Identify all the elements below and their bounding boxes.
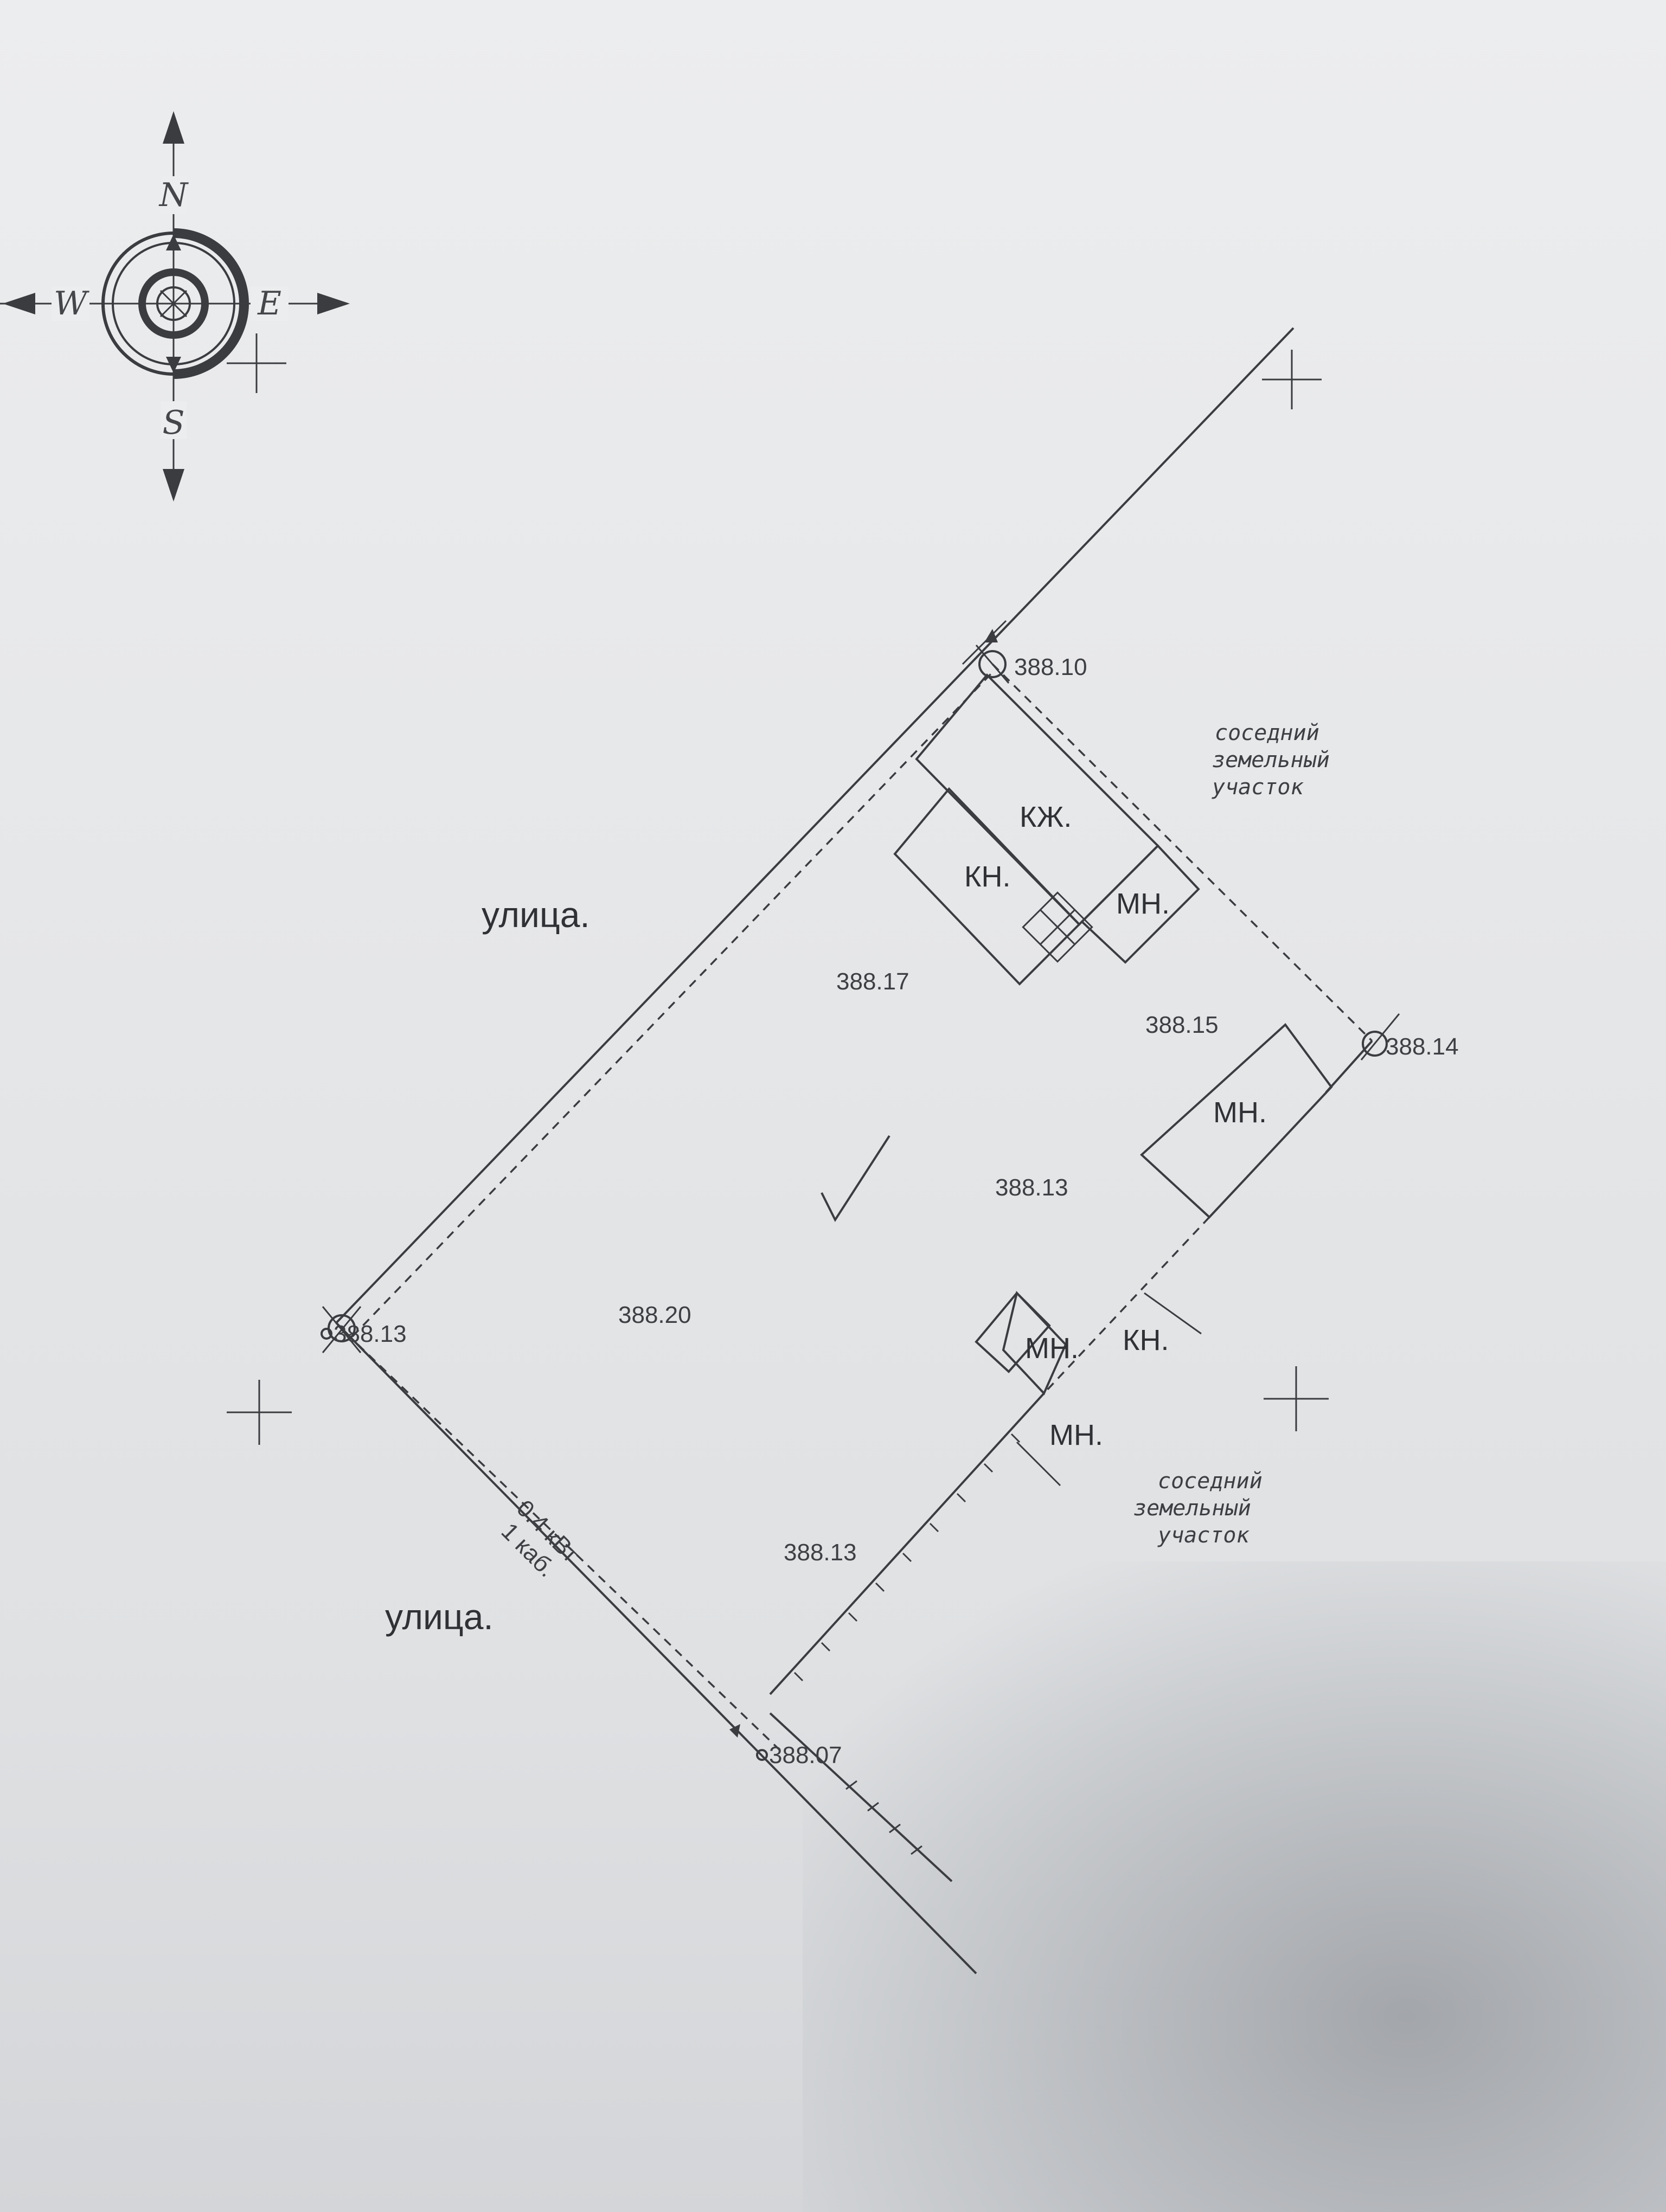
street-label-upper: улица. bbox=[482, 895, 590, 935]
elevation-bottom-corner: 388.07 bbox=[769, 1742, 842, 1769]
line-arrow-icon bbox=[729, 1724, 740, 1738]
check-mark-icon bbox=[821, 1135, 890, 1223]
building-mn-small bbox=[1002, 1290, 1067, 1396]
building-labels: КЖ. КН. МН. МН. МН. КН. МН. bbox=[964, 801, 1267, 1451]
north-arrow-icon bbox=[163, 111, 184, 144]
boundary-dashed-se bbox=[1043, 1216, 1210, 1394]
building-mn-upper bbox=[1080, 844, 1200, 964]
boundary-line-nw bbox=[335, 327, 1295, 1324]
grid-cross bbox=[227, 333, 286, 393]
label-mn-small: МН. bbox=[1025, 1332, 1079, 1365]
fence-ticks bbox=[793, 1433, 1021, 1682]
cable-line-extension bbox=[769, 1712, 953, 1882]
cable-ticks bbox=[845, 1780, 922, 1855]
east-arrow-icon bbox=[317, 293, 350, 314]
elevation-top-corner: 388.10 bbox=[1014, 654, 1087, 680]
elevation-labels: 388.10 388.14 388.13 388.07 388.17 388.1… bbox=[334, 654, 1459, 1769]
grid-cross bbox=[1264, 1366, 1329, 1431]
compass-s-gap bbox=[161, 401, 187, 439]
elevation-right-corner: 388.14 bbox=[1386, 1033, 1459, 1060]
building-mn-lower-edge bbox=[1016, 1441, 1061, 1487]
cable-annotation: 0.4 кВт 1 каб. bbox=[496, 1495, 584, 1582]
boundary-dashed-nw bbox=[351, 671, 994, 1338]
compass-e-label: E bbox=[257, 285, 281, 323]
neighbor-upper-line2: земельный bbox=[1212, 748, 1330, 773]
compass-n-gap bbox=[161, 176, 187, 214]
boundary-dashed-ne bbox=[991, 663, 1373, 1042]
parcel-boundary bbox=[321, 327, 1400, 1975]
grid-cross bbox=[1262, 350, 1322, 409]
compass-s-label: S bbox=[162, 404, 184, 442]
compass-center bbox=[156, 286, 191, 321]
south-arrow-icon bbox=[163, 469, 184, 501]
neighbor-label-lower: соседний земельный участок bbox=[1133, 1469, 1263, 1548]
corner-marker-top bbox=[978, 650, 1007, 678]
elevation-point: 388.15 bbox=[1145, 1012, 1219, 1038]
corner-marker-left-dot bbox=[321, 1328, 332, 1340]
corner-marker-cross bbox=[322, 1306, 362, 1353]
building-mn-small-outline bbox=[975, 1291, 1051, 1373]
neighbor-upper-line3: участок bbox=[1212, 775, 1304, 800]
label-mn-lower: МН. bbox=[1049, 1419, 1103, 1451]
elevation-point: 388.13 bbox=[995, 1174, 1068, 1201]
boundary-line-sw bbox=[335, 1322, 977, 1975]
boundary-line-se-lower bbox=[769, 1392, 1045, 1695]
corner-marker-bottom bbox=[756, 1749, 768, 1761]
label-kzh: КЖ. bbox=[1020, 801, 1072, 833]
grid-crosses bbox=[227, 333, 1329, 1445]
label-kn-upper: КН. bbox=[964, 860, 1010, 893]
building-mn-right bbox=[1140, 1023, 1333, 1219]
compass-rose: N S W E bbox=[0, 111, 350, 501]
compass-s-marker-icon bbox=[166, 357, 181, 373]
corner-marker-right bbox=[1362, 1031, 1388, 1057]
compass-n-marker-icon bbox=[166, 234, 181, 250]
compass-e-gap bbox=[251, 286, 289, 321]
street-label-lower: улица. bbox=[385, 1597, 494, 1637]
neighbor-upper-line1: соседний bbox=[1215, 721, 1319, 745]
compass-n-label: N bbox=[158, 176, 189, 214]
elevation-point: 388.20 bbox=[618, 1302, 691, 1328]
compass-w-label: W bbox=[54, 285, 89, 323]
elevation-point: 388.17 bbox=[836, 968, 909, 995]
neighbor-lower-line2: земельный bbox=[1133, 1496, 1251, 1521]
neighbor-label-upper: соседний земельный участок bbox=[1212, 721, 1330, 800]
label-kn-lower: КН. bbox=[1123, 1324, 1169, 1356]
west-arrow-icon bbox=[3, 293, 35, 314]
neighbor-lower-line3: участок bbox=[1157, 1523, 1250, 1548]
grid-cross bbox=[227, 1380, 292, 1445]
compass-w-gap bbox=[52, 286, 89, 321]
building-kn-upper bbox=[893, 787, 1081, 986]
compass-thick-arc bbox=[173, 228, 249, 379]
label-mn-right: МН. bbox=[1213, 1096, 1267, 1129]
compass-hub bbox=[138, 268, 209, 339]
buildings bbox=[893, 673, 1333, 1487]
building-kn-lower-edge bbox=[1144, 1292, 1202, 1335]
elevation-left-corner: 388.13 bbox=[334, 1321, 407, 1347]
neighbor-lower-line1: соседний bbox=[1158, 1469, 1263, 1494]
compass-spoke bbox=[159, 290, 188, 318]
boundary-dashed-sw bbox=[357, 1343, 782, 1752]
hatch-line bbox=[1040, 909, 1075, 945]
elevation-point: 388.13 bbox=[784, 1539, 857, 1566]
line-arrow-icon bbox=[984, 629, 998, 642]
corner-marker-cross bbox=[975, 645, 1010, 684]
label-mn-upper: МН. bbox=[1116, 888, 1170, 920]
